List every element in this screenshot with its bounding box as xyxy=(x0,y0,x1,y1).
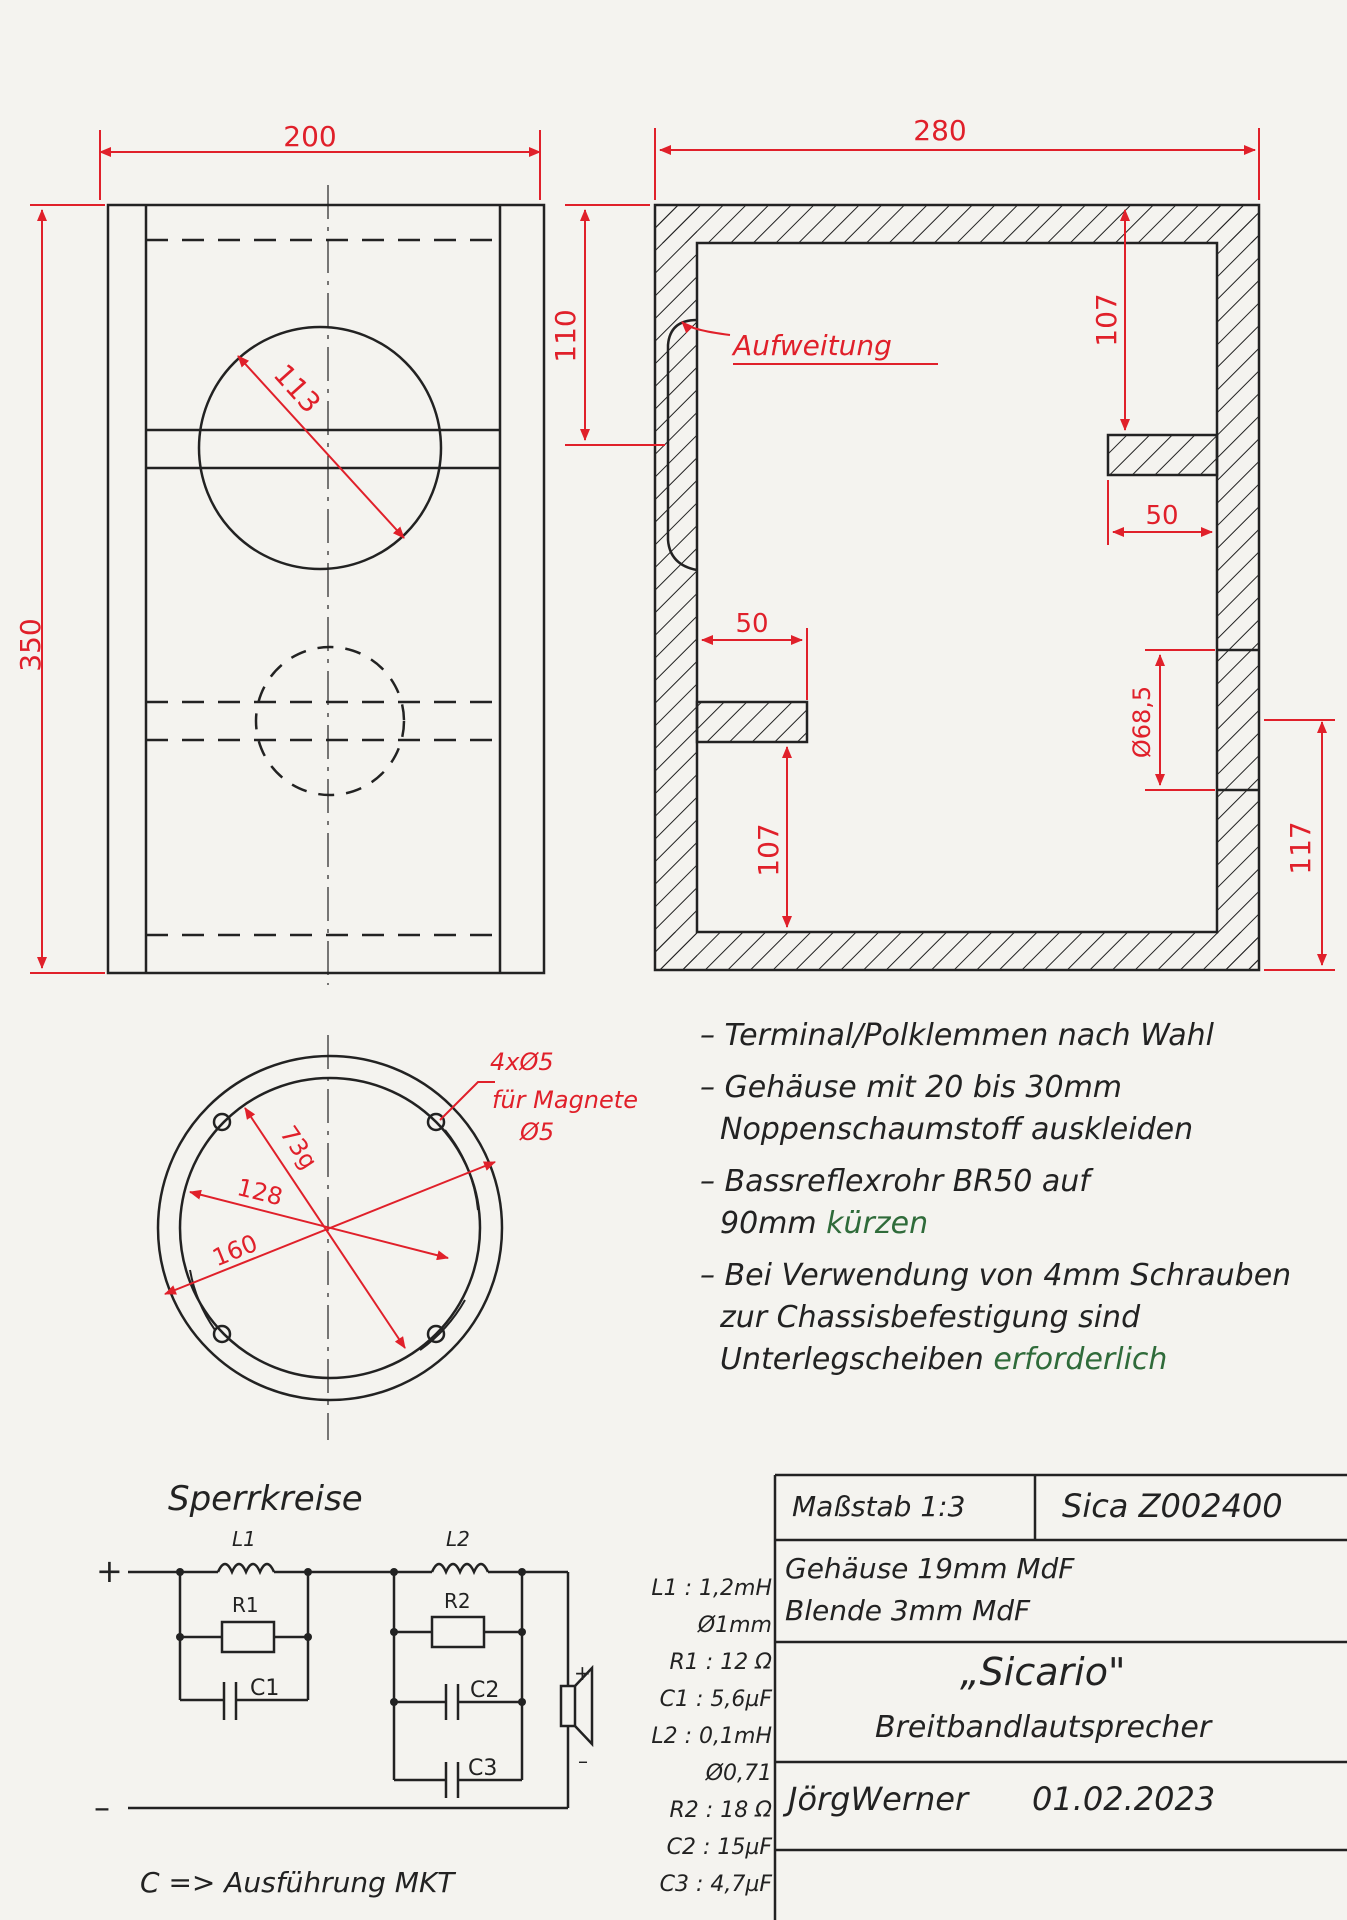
component-value: R2 : 18 Ω xyxy=(669,1798,772,1823)
author: JörgWerner xyxy=(788,1780,969,1818)
speaker-cone xyxy=(574,1664,594,1748)
speaker-plus: + xyxy=(574,1661,591,1685)
port-height-label: 110 xyxy=(549,309,582,362)
note-line: Noppenschaumstoff auskleiden xyxy=(720,1112,1194,1147)
side-top-brace xyxy=(1106,433,1219,477)
note-line: – Terminal/Polklemmen nach Wahl xyxy=(700,1018,1214,1053)
flare-label: Aufweitung xyxy=(731,329,892,362)
mount-hole-4 xyxy=(426,1324,446,1344)
side-dimensions xyxy=(565,128,1335,971)
holes-label: 4xØ5 xyxy=(490,1048,554,1076)
front-dimensions xyxy=(30,130,541,974)
driver-frame-outer xyxy=(156,1054,504,1402)
terminal-hole-label: Ø68,5 xyxy=(1128,686,1156,758)
label-c1: C1 xyxy=(250,1676,279,1701)
top-brace-length-label: 50 xyxy=(1145,501,1178,531)
front-width-label: 200 xyxy=(283,120,336,153)
magnet-size-label: Ø5 xyxy=(519,1118,554,1146)
title-block-frame xyxy=(773,1473,1347,1920)
product-subtitle: Breitbandlautsprecher xyxy=(875,1710,1212,1745)
driver-gasket-arc-3 xyxy=(419,1299,466,1351)
label-l2: L2 xyxy=(446,1527,470,1551)
component-value: Ø0,71 xyxy=(705,1761,772,1786)
notes-block: – Terminal/Polklemmen nach Wahl – Gehäus… xyxy=(700,1015,1291,1381)
component-value: C3 : 4,7µF xyxy=(659,1872,772,1897)
side-depth-label: 280 xyxy=(913,114,966,147)
inductor-l2 xyxy=(430,1562,490,1576)
mount-hole-3 xyxy=(212,1324,232,1344)
label-r2: R2 xyxy=(444,1589,471,1613)
circuit-title: Sperrkreise xyxy=(168,1479,363,1519)
product-name: „Sicario" xyxy=(960,1650,1126,1694)
component-value: L2 : 0,1mH xyxy=(651,1724,772,1749)
component-value: C2 : 15µF xyxy=(666,1835,772,1860)
terminal-height-label: 117 xyxy=(1284,821,1317,874)
component-value: R1 : 12 Ω xyxy=(669,1650,772,1675)
magnet-label: für Magnete xyxy=(492,1086,638,1114)
label-c2: C2 xyxy=(470,1678,499,1703)
scale-label: Maßstab 1:3 xyxy=(792,1490,966,1523)
circuit-footnote: C => Ausführung MKT xyxy=(140,1866,456,1899)
date: 01.02.2023 xyxy=(1032,1780,1216,1818)
note-line: – Bassreflexrohr BR50 auf xyxy=(700,1164,1090,1199)
material-2: Blende 3mm MdF xyxy=(785,1594,1031,1627)
inductor-l1 xyxy=(216,1562,276,1576)
component-value: L1 : 1,2mH xyxy=(651,1576,772,1601)
side-view xyxy=(653,203,1261,972)
material-1: Gehäuse 19mm MdF xyxy=(785,1552,1075,1585)
label-r1: R1 xyxy=(232,1593,259,1617)
driver-dimensions xyxy=(164,1081,496,1349)
front-outline xyxy=(106,203,546,975)
side-bottom-brace xyxy=(695,700,809,744)
label-l1: L1 xyxy=(232,1527,256,1551)
component-values: L1 : 1,2mH Ø1mm R1 : 12 Ω C1 : 5,6µF L2 … xyxy=(622,1570,772,1903)
bottom-brace-length-label: 50 xyxy=(735,609,768,639)
note-line: – Gehäuse mit 20 bis 30mm xyxy=(700,1070,1123,1105)
speaker-minus: – xyxy=(578,1749,588,1773)
label-c3: C3 xyxy=(468,1756,497,1781)
note-line: Unterlegscheiben erforderlich xyxy=(720,1342,1168,1377)
note-line: – Bei Verwendung von 4mm Schrauben xyxy=(700,1258,1292,1293)
part-number: Sica Z002400 xyxy=(1062,1487,1283,1525)
component-value: Ø1mm xyxy=(697,1613,772,1638)
top-brace-offset-label: 107 xyxy=(1090,293,1123,346)
circuit-plus: + xyxy=(96,1552,123,1590)
side-inner xyxy=(695,241,1219,934)
mount-hole-1 xyxy=(212,1112,232,1132)
note-line: zur Chassisbefestigung sind xyxy=(720,1300,1141,1335)
circuit-minus: – xyxy=(94,1788,110,1826)
port-hole xyxy=(254,645,406,797)
side-outline xyxy=(653,203,1261,972)
component-value: C1 : 5,6µF xyxy=(659,1687,772,1712)
front-view xyxy=(106,185,546,985)
driver-cutout xyxy=(197,325,443,571)
front-height-label: 350 xyxy=(14,618,47,671)
mount-hole-2 xyxy=(426,1112,446,1132)
circuit-schematic xyxy=(128,1562,594,1810)
bottom-brace-offset-label: 107 xyxy=(752,823,785,876)
note-line: 90mm kürzen xyxy=(720,1206,929,1241)
